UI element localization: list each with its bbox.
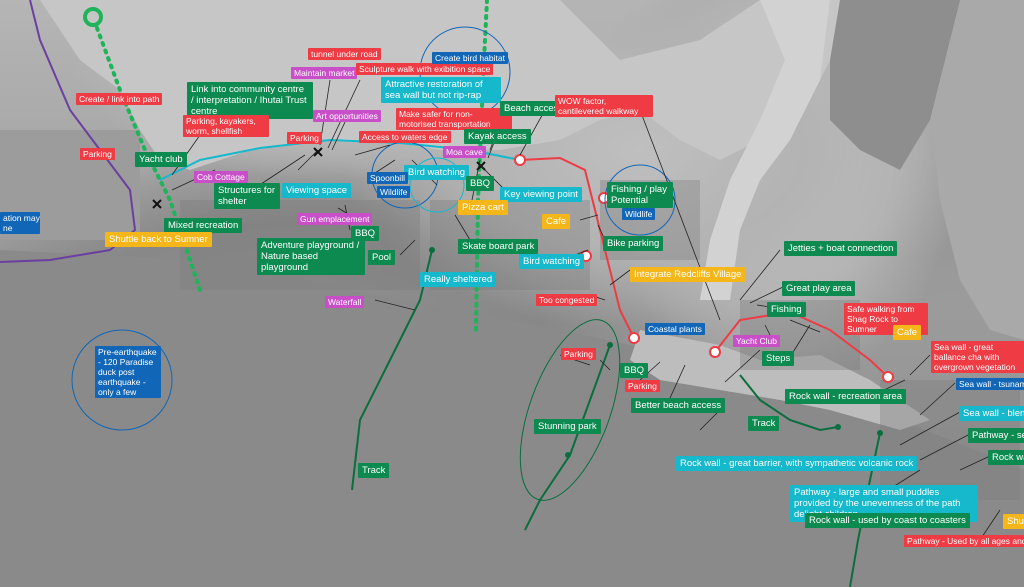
label-make-safer[interactable]: Make safer for non-motorised transportat…: [396, 108, 512, 130]
label-really-sheltered[interactable]: Really sheltered: [420, 272, 497, 287]
label-wow-factor[interactable]: WOW factor, cantilevered walkway: [555, 95, 653, 117]
track-node: [565, 452, 571, 458]
label-maintain-market[interactable]: Maintain market: [291, 67, 358, 79]
track-node: [429, 247, 435, 253]
label-bird-watching-2[interactable]: Bird watching: [519, 254, 585, 269]
sumner-bay: [630, 330, 930, 430]
label-parking-mid[interactable]: Parking: [287, 132, 322, 144]
red-route-sumner[interactable]: [714, 310, 889, 378]
label-create-link-path[interactable]: Create / link into path: [76, 93, 163, 105]
fishing-circle: [604, 164, 676, 236]
label-sculpture-walk[interactable]: Sculpture walk with exibition space: [356, 63, 494, 75]
label-pathway-all-ages[interactable]: Pathway - Used by all ages and mean: [904, 535, 1024, 547]
route-node[interactable]: [709, 346, 721, 358]
label-parking-west[interactable]: Parking: [80, 148, 115, 160]
label-bird-habitat[interactable]: Create bird habitat: [432, 52, 508, 64]
label-shu[interactable]: Shu: [1003, 514, 1024, 529]
label-bird-watching-1[interactable]: Bird watching: [404, 165, 470, 180]
track-east[interactable]: [739, 374, 839, 432]
label-gun-emplacement[interactable]: Gun emplacement: [297, 213, 373, 225]
label-kayak-access[interactable]: Kayak access: [464, 129, 531, 144]
label-bike-parking[interactable]: Bike parking: [603, 236, 664, 251]
label-cafe-1[interactable]: Cafe: [542, 214, 571, 229]
label-rock-wall-recreation[interactable]: Rock wall - recreation area: [785, 389, 906, 404]
label-bbq-3[interactable]: BBQ: [620, 363, 649, 378]
label-tunnel[interactable]: tunnel under road: [308, 48, 381, 60]
label-parking-kayakers[interactable]: Parking, kayakers, worm, shellfish: [183, 115, 269, 137]
label-info-left[interactable]: ation may ne: [0, 212, 40, 234]
label-adventure-playground[interactable]: Adventure playground / Nature based play…: [257, 238, 365, 275]
label-too-congested[interactable]: Too congested: [536, 294, 598, 306]
label-yacht-club-west[interactable]: Yacht club: [135, 152, 187, 167]
track-node: [877, 430, 883, 436]
label-bbq-2[interactable]: BBQ: [351, 226, 380, 241]
label-pathway-seat[interactable]: Pathway - seat: [968, 428, 1024, 443]
label-parking-south[interactable]: Parking: [561, 348, 596, 360]
label-shuttle-back[interactable]: Shuttle back to Sumner: [105, 232, 212, 247]
label-stunning-park[interactable]: Stunning park: [534, 419, 601, 434]
label-coastal-plants[interactable]: Coastal plants: [645, 323, 705, 335]
label-moa-cave[interactable]: Moa cave: [443, 146, 486, 158]
label-fishing[interactable]: Fishing: [767, 302, 806, 317]
label-parking-south-2[interactable]: Parking: [625, 380, 660, 392]
label-rock-wall-coasters[interactable]: Rock wall - used by coast to coasters: [805, 513, 970, 528]
label-better-beach-access[interactable]: Better beach access: [631, 398, 726, 413]
label-pre-earthquake[interactable]: Pre-earthquake - 120 Paradise duck post …: [95, 346, 161, 398]
label-spoonbill[interactable]: Spoonbill: [367, 172, 408, 184]
route-node[interactable]: [882, 371, 894, 383]
label-wildlife-1[interactable]: Wildlife: [377, 186, 411, 198]
label-beach-access[interactable]: Beach access: [500, 101, 568, 116]
track-node: [835, 424, 841, 430]
label-rock-way[interactable]: Rock wa: [988, 450, 1024, 465]
label-cafe-2[interactable]: Cafe: [893, 325, 922, 340]
label-link-community[interactable]: Link into community centre / interpretat…: [187, 82, 313, 119]
label-track-west[interactable]: Track: [358, 463, 390, 478]
paradise-duck-circle: [71, 329, 173, 431]
label-great-play-area[interactable]: Great play area: [782, 281, 856, 296]
start-marker-west[interactable]: [83, 7, 103, 27]
label-structures-shelter[interactable]: Structures for shelter: [214, 183, 280, 209]
label-viewing-space[interactable]: Viewing space: [282, 183, 352, 198]
label-skate-board-park[interactable]: Skate board park: [458, 239, 539, 254]
sand-spit: [700, 0, 830, 300]
route-node[interactable]: [514, 154, 526, 166]
label-key-viewing-point[interactable]: Key viewing point: [500, 187, 582, 202]
label-jetties[interactable]: Jetties + boat connection: [784, 241, 898, 256]
suburb-north-east: [830, 0, 960, 170]
label-rock-wall-barrier[interactable]: Rock wall - great barrier, with sympathe…: [676, 456, 918, 471]
label-cob-cottage[interactable]: Cob Cottage: [194, 171, 248, 183]
label-art-opportunities[interactable]: Art opportunities: [313, 110, 381, 122]
park-ellipse: [519, 319, 621, 501]
ocean: [930, 0, 1024, 340]
label-sea-wall-blends[interactable]: Sea wall - blends: [959, 406, 1024, 421]
track-node: [607, 342, 613, 348]
label-pizza-cart[interactable]: Pizza cart: [458, 200, 508, 215]
label-fishing-play[interactable]: Fishing / play Potential: [607, 182, 673, 208]
label-wildlife-2[interactable]: Wildlife: [622, 208, 656, 220]
label-access-waters-edge[interactable]: Access to waters edge: [359, 131, 451, 143]
hills-south: [0, 250, 1024, 587]
cross-markers: [152, 147, 486, 209]
viewing-circle: [409, 157, 465, 213]
label-mixed-recreation[interactable]: Mixed recreation: [164, 218, 243, 233]
label-pool[interactable]: Pool: [368, 250, 396, 265]
label-bbq-1[interactable]: BBQ: [466, 176, 495, 191]
label-sea-wall-great[interactable]: Sea wall - great ballance cha with overg…: [931, 341, 1024, 373]
label-track-east[interactable]: Track: [748, 416, 780, 431]
purple-route[interactable]: [0, 0, 137, 263]
label-sea-wall-tsunami[interactable]: Sea wall - tsunami +: [956, 378, 1024, 390]
label-steps[interactable]: Steps: [762, 351, 795, 366]
label-waterfall[interactable]: Waterfall: [325, 296, 365, 308]
label-integrate-redcliffs[interactable]: Integrate Redcliffs Village: [630, 267, 746, 282]
route-node[interactable]: [628, 332, 640, 344]
label-attractive-restoration[interactable]: Attractive restoration of sea wall but n…: [381, 77, 501, 103]
label-yacht-club-east[interactable]: Yacht Club: [733, 335, 780, 347]
track-center[interactable]: [524, 344, 611, 531]
